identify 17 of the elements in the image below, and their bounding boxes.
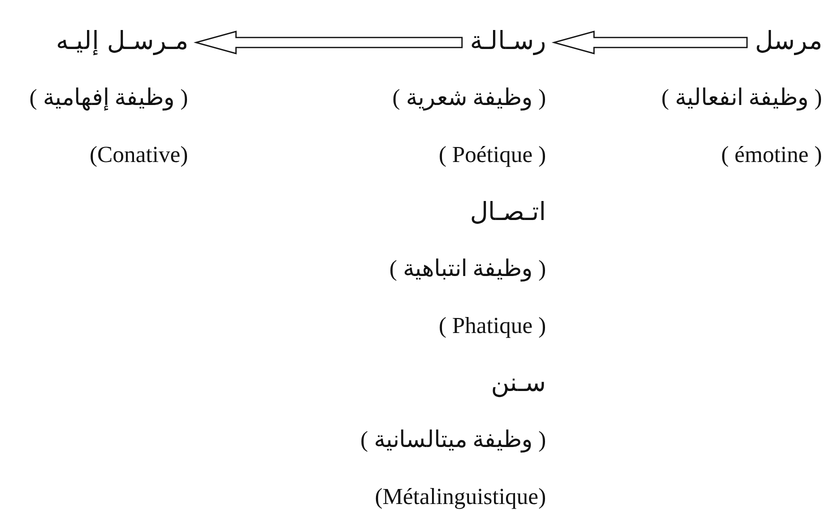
function-label: ( وظيفة شعرية ) [392,84,546,112]
function-label: ( وظيفة انتباهية ) [389,254,546,282]
hollow-arrow [194,30,463,54]
function-label: (Métalinguistique) [374,482,546,510]
term-text: مـرسـل إليـه [56,26,188,56]
function-label: ( émotine ) [721,140,822,168]
function-label: ( Phatique ) [438,312,546,340]
hollow-arrow [552,30,748,54]
function-label: ( وظيفة ميتالسانية ) [360,426,546,454]
term-text: مرسل [755,26,822,56]
function-label: (Conative) [90,140,188,168]
term-text: اتـصـال [470,196,546,226]
term-text: سـنن [491,368,546,398]
function-label: ( وظيفة إفهامية ) [29,84,188,112]
term-text: رسـالـة [470,26,546,56]
function-label: ( وظيفة انفعالية ) [661,84,822,112]
function-label: ( Poétique ) [438,140,546,168]
